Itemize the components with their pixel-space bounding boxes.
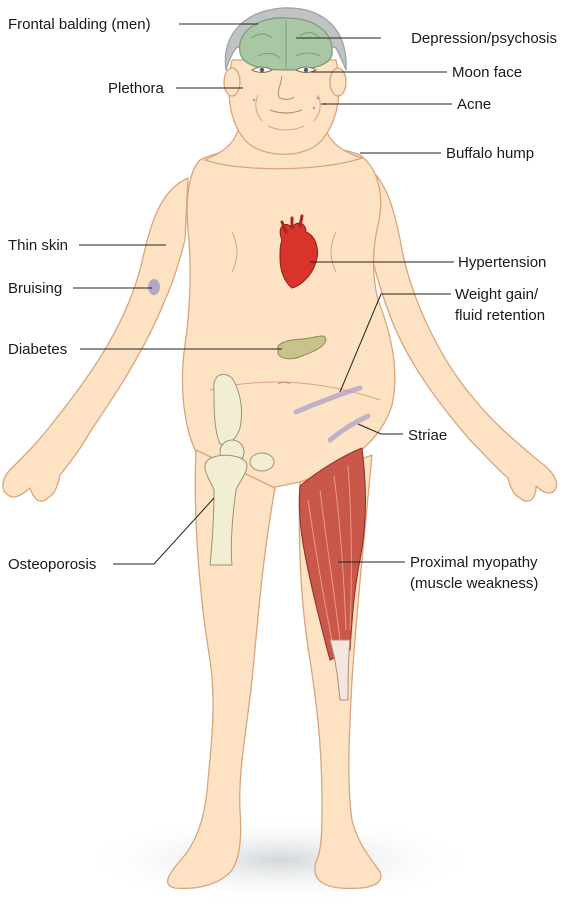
label-myopathy-line-1: Proximal myopathy: [410, 554, 538, 571]
label-buffalo-hump: Buffalo hump: [446, 145, 534, 162]
left-pupil: [260, 68, 264, 72]
label-hypertension: Hypertension: [458, 254, 546, 271]
label-moon-face: Moon face: [452, 64, 522, 81]
label-depression: Depression/psychosis: [411, 30, 557, 47]
torso: [182, 145, 394, 488]
body-figure: [3, 8, 557, 889]
label-acne: Acne: [457, 96, 491, 113]
label-thin-skin: Thin skin: [8, 237, 68, 254]
label-bruising: Bruising: [8, 280, 62, 297]
label-weight-gain-line-1: Weight gain/: [455, 286, 539, 303]
label-plethora: Plethora: [108, 80, 165, 97]
floor-shadow: [80, 815, 480, 905]
label-striae: Striae: [408, 427, 447, 444]
ischium: [250, 453, 274, 471]
head: [229, 60, 339, 154]
right-pupil: [304, 68, 308, 72]
left-ear: [224, 68, 240, 96]
left-arm: [3, 178, 188, 501]
bruise-icon: [148, 279, 160, 295]
label-frontal-balding: Frontal balding (men): [8, 16, 151, 33]
label-diabetes: Diabetes: [8, 341, 67, 358]
label-myopathy-line-2: (muscle weakness): [410, 575, 538, 592]
label-weight-gain-line-2: fluid retention: [455, 307, 545, 324]
label-osteoporosis: Osteoporosis: [8, 556, 96, 573]
